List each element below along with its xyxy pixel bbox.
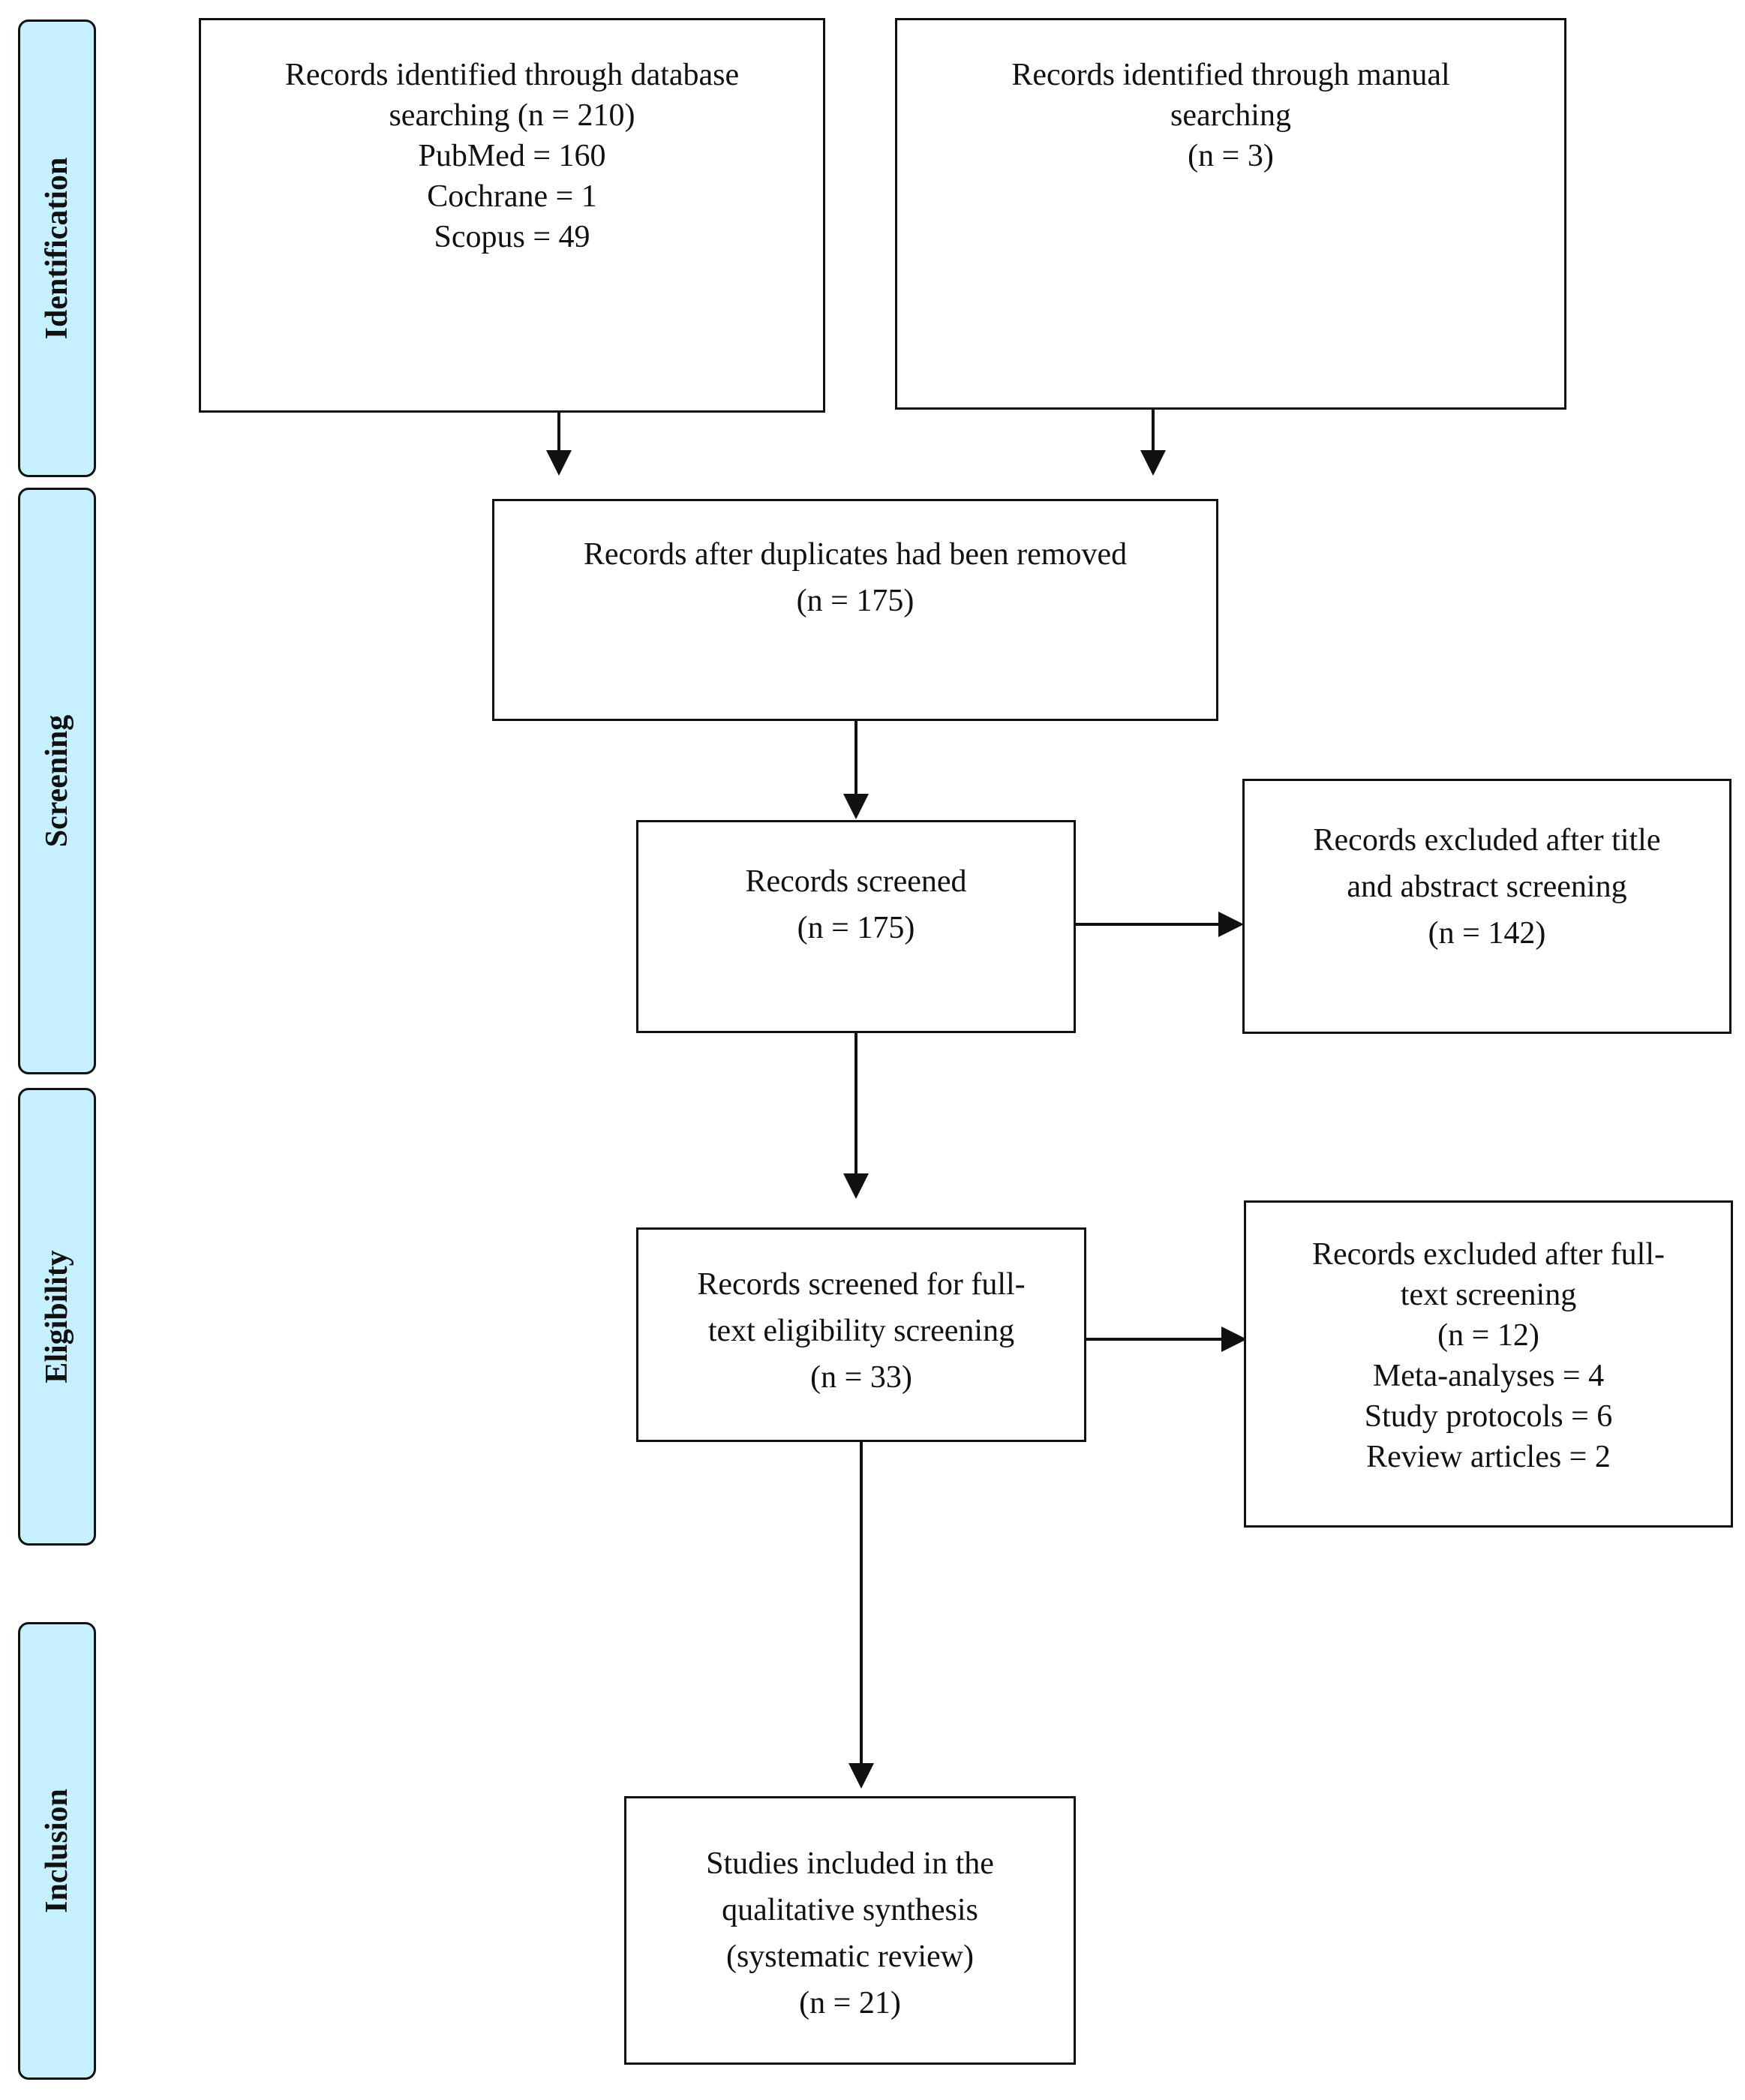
box-manual-search: Records identified through manual search… bbox=[895, 18, 1566, 410]
arrowhead-duplicates-to-screened bbox=[843, 794, 869, 819]
box-included-line-4: (n = 21) bbox=[799, 1986, 901, 2020]
box-screened-line-2: (n = 175) bbox=[797, 911, 915, 945]
box-excluded-fulltext-line-6: Review articles = 2 bbox=[1366, 1440, 1611, 1474]
box-included-line-2: qualitative synthesis bbox=[722, 1893, 978, 1927]
box-duplicates-removed: Records after duplicates had been remove… bbox=[492, 499, 1218, 721]
box-included-line-3: (systematic review) bbox=[725, 1939, 975, 1974]
box-excluded-fulltext-line-4: Meta-analyses = 4 bbox=[1372, 1359, 1605, 1393]
phase-screening: Screening bbox=[18, 488, 96, 1074]
arrowhead-fulltext-to-included bbox=[848, 1763, 874, 1789]
box-database-line-1: Records identified through database bbox=[284, 58, 740, 92]
box-fulltext-line-3: (n = 33) bbox=[810, 1360, 912, 1395]
box-manual-line-2: searching bbox=[1170, 98, 1291, 133]
box-excluded-fulltext-line-5: Study protocols = 6 bbox=[1364, 1399, 1613, 1434]
box-records-screened: Records screened (n = 175) bbox=[636, 820, 1076, 1033]
phase-inclusion: Inclusion bbox=[18, 1622, 96, 2080]
box-database-line-2: searching (n = 210) bbox=[389, 98, 635, 133]
box-excluded-fulltext: Records excluded after full- text screen… bbox=[1244, 1200, 1733, 1528]
box-fulltext-line-1: Records screened for full- bbox=[697, 1267, 1026, 1302]
box-duplicates-line-1: Records after duplicates had been remove… bbox=[583, 537, 1128, 572]
box-studies-included: Studies included in the qualitative synt… bbox=[624, 1796, 1076, 2065]
box-manual-line-3: (n = 3) bbox=[1188, 139, 1274, 173]
box-fulltext-line-2: text eligibility screening bbox=[707, 1314, 1015, 1348]
box-excluded-fulltext-line-3: (n = 12) bbox=[1437, 1318, 1539, 1353]
box-database-line-4: Cochrane = 1 bbox=[427, 179, 597, 214]
box-screened-line-1: Records screened bbox=[745, 864, 967, 899]
phase-identification: Identification bbox=[18, 20, 96, 477]
box-manual-line-1: Records identified through manual bbox=[1011, 58, 1450, 92]
arrowhead-manual-to-duplicates bbox=[1140, 450, 1166, 476]
arrowhead-screened-to-excluded-title bbox=[1218, 912, 1244, 937]
box-fulltext-eligibility: Records screened for full- text eligibil… bbox=[636, 1227, 1086, 1442]
box-duplicates-line-2: (n = 175) bbox=[796, 584, 915, 618]
box-excluded-title-line-2: and abstract screening bbox=[1347, 870, 1627, 904]
box-excluded-title-line-1: Records excluded after title bbox=[1313, 823, 1661, 858]
arrowhead-database-to-duplicates bbox=[546, 450, 572, 476]
box-database-search: Records identified through database sear… bbox=[199, 18, 825, 413]
box-excluded-title-line-3: (n = 142) bbox=[1428, 916, 1546, 951]
box-excluded-title-abstract: Records excluded after title and abstrac… bbox=[1242, 779, 1731, 1034]
box-excluded-fulltext-line-2: text screening bbox=[1400, 1278, 1577, 1312]
box-excluded-fulltext-line-1: Records excluded after full- bbox=[1312, 1237, 1665, 1272]
arrowhead-fulltext-to-excluded-fulltext bbox=[1221, 1326, 1247, 1352]
phase-eligibility: Eligibility bbox=[18, 1088, 96, 1546]
arrowhead-screened-to-fulltext bbox=[843, 1173, 869, 1199]
box-database-line-5: Scopus = 49 bbox=[434, 220, 590, 254]
box-included-line-1: Studies included in the bbox=[706, 1846, 994, 1881]
box-database-line-3: PubMed = 160 bbox=[418, 139, 606, 173]
